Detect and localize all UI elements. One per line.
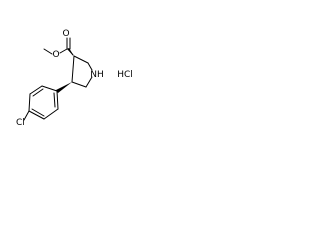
atom-label-carbonyl-oxygen: O (62, 29, 69, 39)
phenyl-bond-3 (28, 93, 31, 112)
bond-n1-to-c5 (85, 76, 93, 88)
pyrrolidine-ring (71, 55, 93, 88)
bond-c-to-ester-o (59, 48, 68, 54)
phenyl-bond-4 (28, 110, 45, 120)
wedge-bond-c4-aryl (56, 82, 72, 93)
atom-label-nitrogen: NH (90, 70, 104, 80)
chlorophenyl-ring (23, 85, 59, 121)
phenyl-bond-1 (41, 85, 58, 92)
phenyl-bond-6 (56, 90, 59, 110)
salt-label-hcl: HCl (117, 70, 133, 80)
phenyl-inner-double-2 (31, 108, 45, 117)
bond-c5-to-c4 (71, 81, 87, 88)
atom-label-chlorine: Cl (16, 118, 25, 128)
phenyl-bond-2 (29, 85, 43, 95)
bond-c3-to-c2 (73, 55, 89, 64)
bond-phenyl-to-cl (23, 110, 30, 121)
bond-ester-o-to-methyl (43, 48, 53, 55)
wedge-bond-c3-ester (67, 48, 74, 56)
chemical-structure-diagram: O O NH Cl HCl (16, 29, 133, 128)
bond-c2-to-n1 (87, 62, 93, 71)
atom-label-ester-oxygen: O (52, 50, 59, 60)
phenyl-inner-double-1 (32, 88, 44, 97)
phenyl-bond-5 (43, 108, 59, 120)
bond-c4-to-c3 (71, 55, 75, 83)
phenyl-inner-double-3 (53, 92, 56, 108)
